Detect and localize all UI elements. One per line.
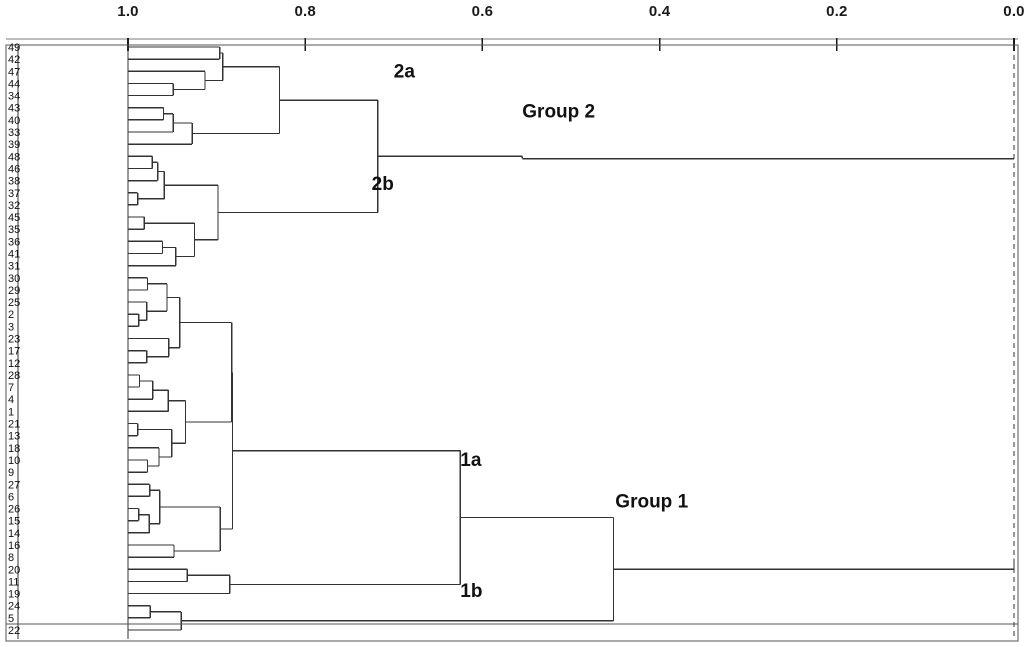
annotation-2b: 2b: [372, 174, 394, 195]
leaf-label: 6: [8, 491, 14, 503]
leaf-label: 31: [8, 261, 20, 273]
leaf-label: 26: [8, 504, 20, 516]
leaf-label: 15: [8, 516, 20, 528]
leaf-label: 12: [8, 358, 20, 370]
leaf-label: 22: [8, 625, 20, 637]
leaf-label: 9: [8, 467, 14, 479]
leaf-label: 20: [8, 564, 20, 576]
leaf-label: 17: [8, 346, 20, 358]
leaf-label: 36: [8, 236, 20, 248]
leaf-label: 11: [8, 576, 19, 588]
leaf-label: 21: [8, 419, 20, 431]
leaf-label: 18: [8, 443, 20, 455]
annotation-group-2: Group 2: [522, 101, 595, 122]
leaf-label: 27: [8, 479, 20, 491]
annotation-group-1: Group 1: [615, 491, 688, 512]
leaf-label: 4: [8, 394, 14, 406]
leaf-label: 30: [8, 273, 20, 285]
leaf-label: 23: [8, 334, 20, 346]
leaf-label: 33: [8, 127, 20, 139]
leaf-label: 47: [8, 66, 20, 78]
leaf-label: 41: [8, 248, 20, 260]
leaf-label: 37: [8, 188, 20, 200]
axis-tick-label-1-0: 1.0: [117, 3, 139, 20]
leaf-label: 43: [8, 103, 20, 115]
leaf-label: 35: [8, 224, 20, 236]
annotation-2a: 2a: [394, 61, 416, 82]
leaf-label: 44: [8, 78, 20, 90]
axis-tick-label-0-8: 0.8: [294, 3, 316, 20]
leaf-label: 28: [8, 370, 20, 382]
plot-border: [5, 44, 1019, 642]
axis-tick-label-0-6: 0.6: [471, 3, 494, 20]
leaf-label: 49: [8, 42, 20, 54]
leaf-label: 7: [8, 382, 14, 394]
axis-tick-label-0-0: 0.0: [1003, 3, 1024, 20]
leaf-label: 46: [8, 163, 20, 175]
axis-tick-label-0-4: 0.4: [648, 3, 671, 20]
leaf-label: 14: [8, 528, 20, 540]
leaf-label-group: 4942474434434033394846383732453536413130…: [8, 42, 20, 637]
dendrogram-links: [128, 46, 1015, 631]
leaf-label: 3: [8, 321, 14, 333]
leaf-label: 48: [8, 151, 20, 163]
leaf-label: 32: [8, 200, 20, 212]
dendrogram-svg: 4942474434434033394846383732453536413130…: [5, 38, 1019, 642]
leaf-label: 2: [8, 309, 14, 321]
axis-tick-label-0-2: 0.2: [826, 3, 848, 20]
leaf-label: 1: [8, 406, 14, 418]
leaf-label: 29: [8, 285, 20, 297]
leaf-label: 38: [8, 176, 20, 188]
leaf-label: 10: [8, 455, 20, 467]
leaf-label: 40: [8, 115, 20, 127]
annotation-1a: 1a: [460, 450, 482, 471]
leaf-label: 24: [8, 601, 20, 613]
leaf-label: 5: [8, 613, 14, 625]
leaf-label: 42: [8, 54, 20, 66]
leaf-label: 25: [8, 297, 20, 309]
leaf-label: 8: [8, 552, 14, 564]
annotation-1b: 1b: [460, 581, 482, 602]
leaf-label: 16: [8, 540, 20, 552]
leaf-label: 34: [8, 91, 20, 103]
leaf-label: 45: [8, 212, 20, 224]
axis-area: 1.0 0.8 0.6 0.4 0.2 0.0: [0, 0, 1024, 40]
leaf-label: 13: [8, 431, 20, 443]
leaf-label: 19: [8, 589, 20, 601]
leaf-label: 39: [8, 139, 20, 151]
